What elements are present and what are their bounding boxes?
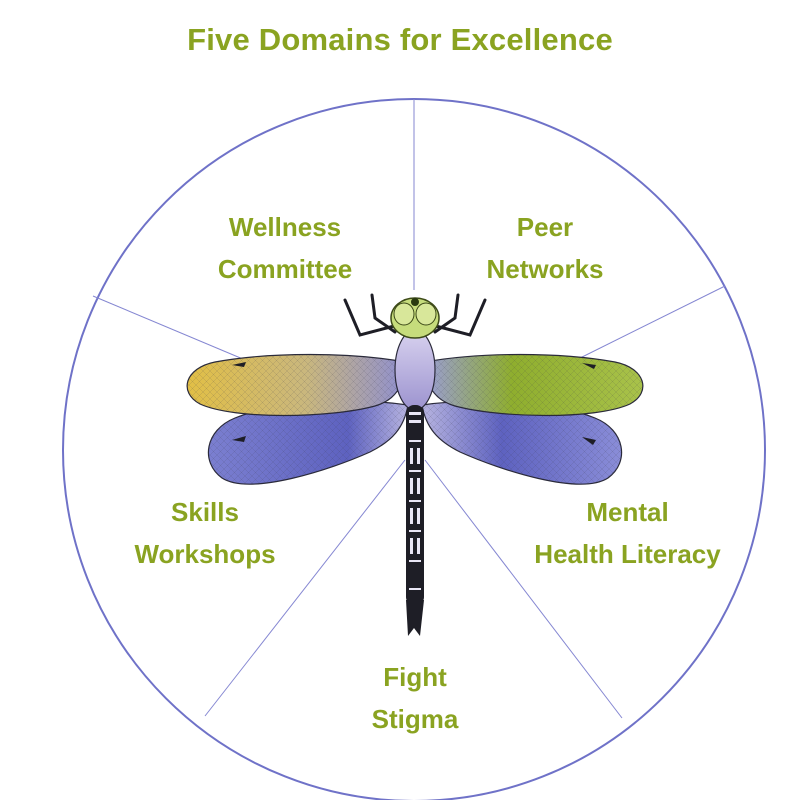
domain-peer-networks: Peer Networks (455, 206, 635, 290)
domain-label-line: Health Literacy (534, 539, 721, 569)
domain-fight-stigma: Fight Stigma (320, 656, 510, 740)
diagram-title: Five Domains for Excellence (187, 22, 613, 57)
domain-label-line: Stigma (371, 704, 459, 734)
domain-label-line: Skills (171, 497, 239, 527)
domain-label-line: Networks (486, 254, 604, 284)
dragonfly-icon (186, 293, 644, 636)
domain-wellness-committee: Wellness Committee (190, 206, 380, 290)
domain-label-line: Fight (383, 662, 447, 692)
domain-label-line: Mental (586, 497, 669, 527)
domain-mental-health-literacy: Mental Health Literacy (500, 491, 755, 575)
domain-label-line: Committee (217, 254, 353, 284)
domain-label-line: Wellness (228, 212, 342, 242)
domain-label-line: Workshops (134, 539, 276, 569)
domain-label-line: Peer (516, 212, 574, 242)
domain-skills-workshops: Skills Workshops (110, 491, 300, 575)
divider-lines (92, 99, 726, 719)
